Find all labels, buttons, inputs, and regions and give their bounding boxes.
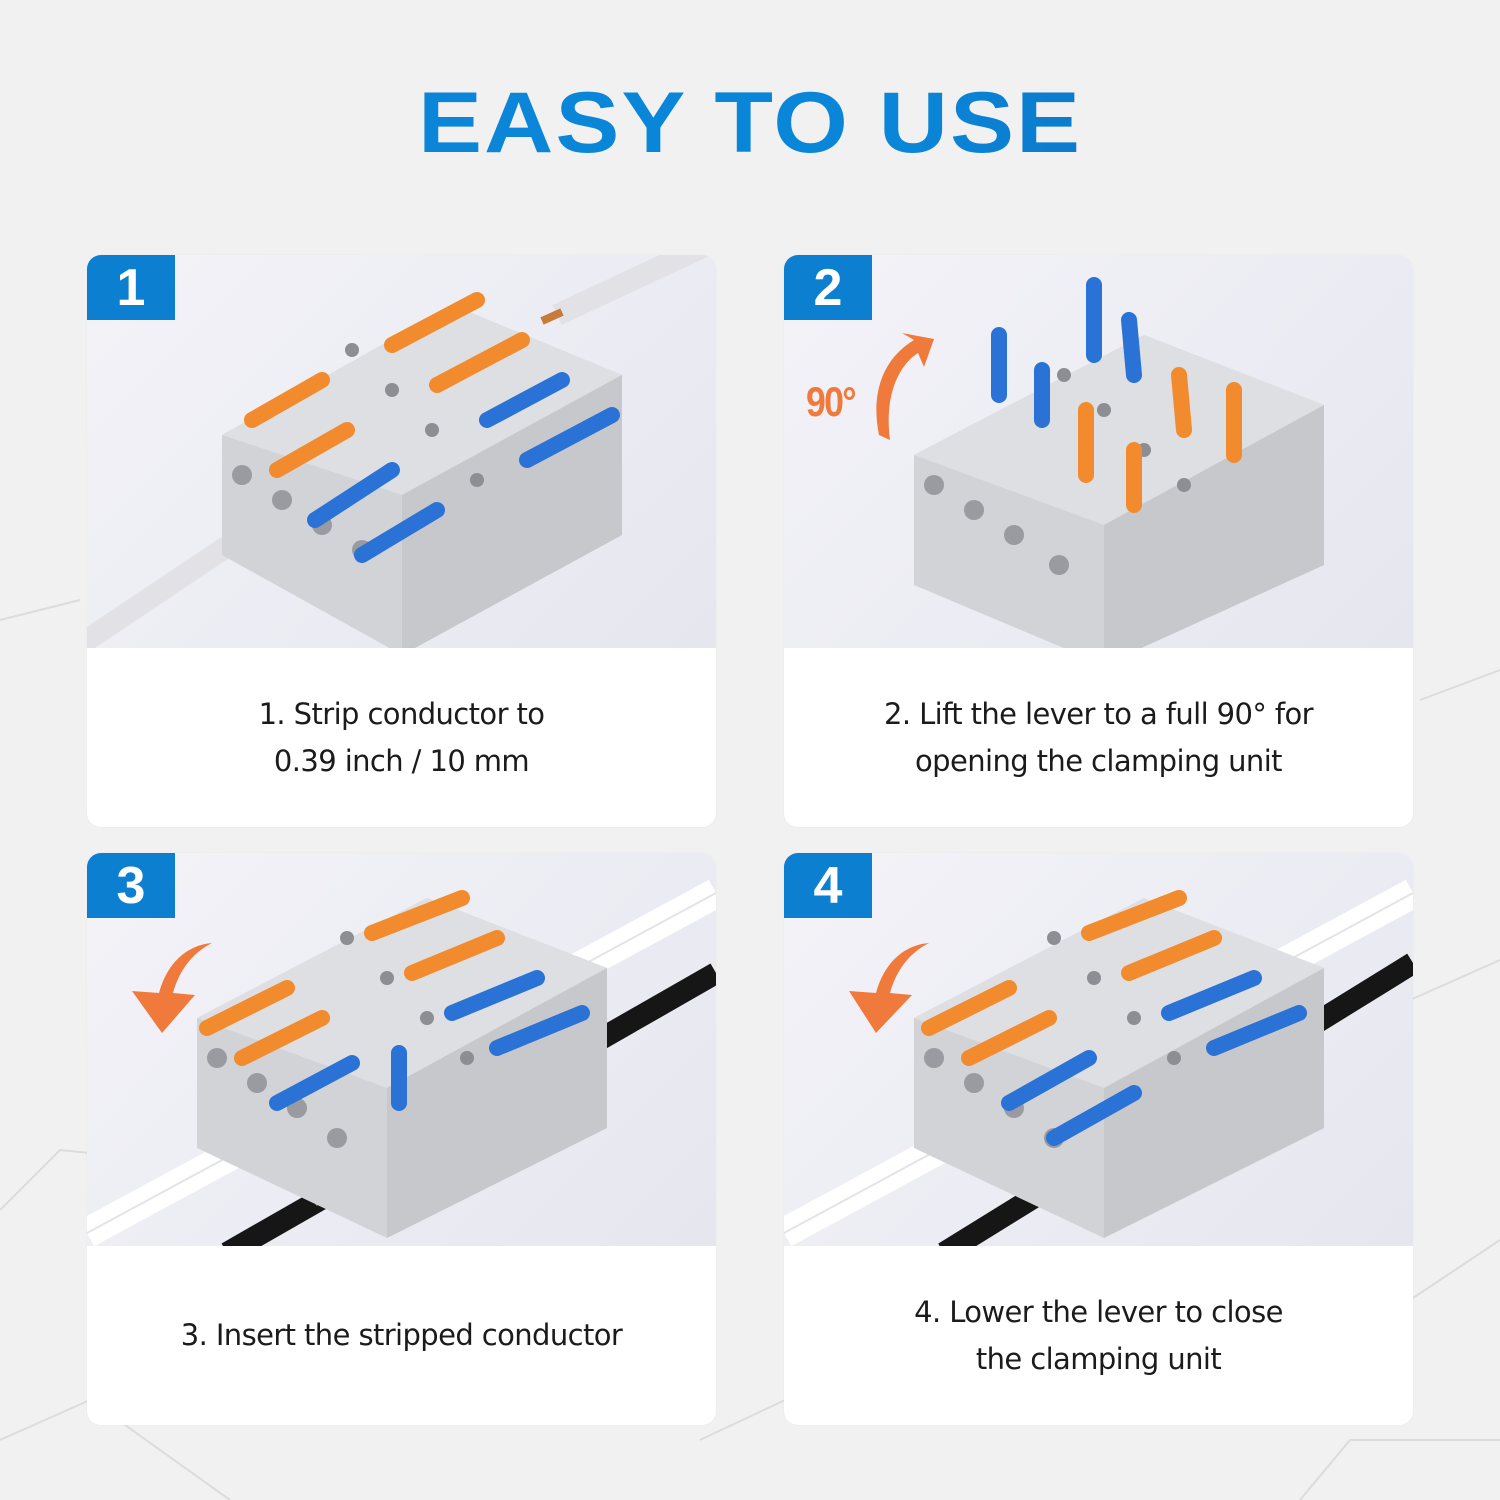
connector-illustration bbox=[784, 879, 1413, 1246]
step-3-image bbox=[87, 853, 716, 1246]
page-title: EASY TO USE bbox=[0, 74, 1500, 173]
step-2-image: 90° bbox=[784, 255, 1413, 648]
step-badge-3: 3 bbox=[87, 853, 175, 918]
step-badge-1: 1 bbox=[87, 255, 175, 320]
step-card-4: 4 4. Lower the lever to close the clampi… bbox=[784, 853, 1413, 1425]
step-badge-2: 2 bbox=[784, 255, 872, 320]
connector-illustration bbox=[87, 255, 712, 648]
step-card-3: 3 3. Insert the stripped conductor bbox=[87, 853, 716, 1425]
step-card-2: 90° 2 2. Lift the lever to a full 90° fo… bbox=[784, 255, 1413, 827]
step-card-1: 1 1. Strip conductor to 0.39 inch / 10 m… bbox=[87, 255, 716, 827]
caption-line: the clamping unit bbox=[975, 1341, 1222, 1376]
step-1-caption: 1. Strip conductor to 0.39 inch / 10 mm bbox=[87, 648, 716, 827]
caption-line: 4. Lower the lever to close bbox=[914, 1294, 1283, 1329]
step-3-caption: 3. Insert the stripped conductor bbox=[87, 1246, 716, 1425]
caption-line: 0.39 inch / 10 mm bbox=[273, 743, 530, 778]
curved-arrow-down-icon bbox=[132, 943, 212, 1033]
step-badge-4: 4 bbox=[784, 853, 872, 918]
caption-line: 2. Lift the lever to a full 90° for bbox=[884, 696, 1314, 731]
caption-line: 1. Strip conductor to bbox=[258, 696, 545, 731]
step-4-image bbox=[784, 853, 1413, 1246]
caption-line: 3. Insert the stripped conductor bbox=[180, 1318, 623, 1352]
step-1-image bbox=[87, 255, 716, 648]
curved-arrow-up-icon bbox=[876, 333, 934, 440]
curved-arrow-down-icon bbox=[849, 943, 929, 1033]
step-4-caption: 4. Lower the lever to close the clamping… bbox=[784, 1246, 1413, 1425]
angle-annotation: 90° bbox=[806, 378, 857, 425]
connector-illustration bbox=[87, 879, 716, 1246]
connector-illustration bbox=[876, 277, 1324, 648]
step-2-caption: 2. Lift the lever to a full 90° for open… bbox=[784, 648, 1413, 827]
caption-line: opening the clamping unit bbox=[915, 743, 1283, 778]
